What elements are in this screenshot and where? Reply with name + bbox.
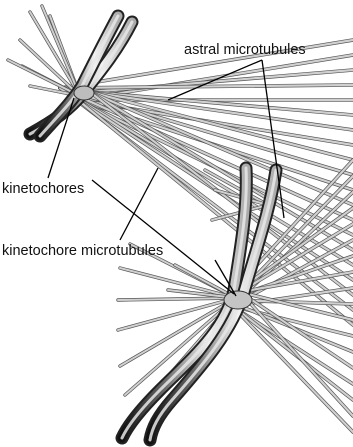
lower-centromere (224, 291, 252, 309)
microtubule (232, 306, 353, 432)
microtubule (120, 268, 236, 298)
microtubule (90, 92, 353, 250)
microtubule (60, 85, 353, 88)
upper-centromere (74, 86, 94, 100)
microtubule (42, 6, 80, 96)
label-astral-microtubules: astral microtubules (184, 42, 306, 58)
label-kinetochores: kinetochores (2, 181, 84, 197)
label-kinetochore-microtubules: kinetochore microtubules (2, 243, 163, 259)
leader-line (92, 180, 234, 294)
